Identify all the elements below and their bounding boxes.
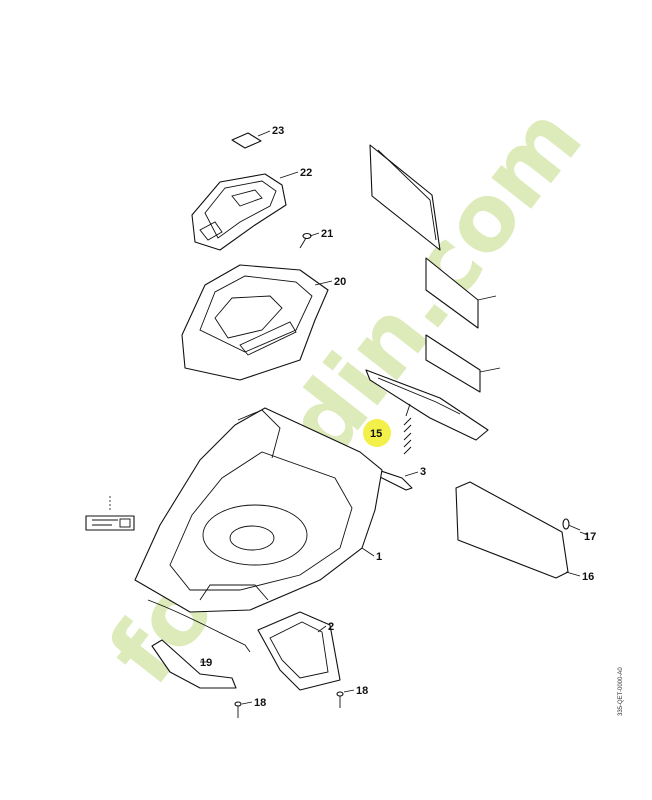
part-20-housing [181,264,333,381]
callout-15: 15 [370,428,382,440]
plate-top [369,144,441,251]
callout-21: 21 [321,228,333,240]
watermark: forjardin.com [88,87,603,704]
rating-label [85,496,135,531]
part-19-handle [151,639,237,689]
callout-1: 1 [376,551,382,563]
part-2-guard [257,611,341,691]
plate-middle [425,257,497,329]
callout-18b: 18 [356,685,368,697]
callout-18a: 18 [254,697,266,709]
callout-16: 16 [582,571,594,583]
highlight-circle [363,419,391,447]
rear-flap [365,369,489,441]
callout-23: 23 [272,125,284,137]
watermark-text: forjardin.com [88,87,603,704]
callout-22: 22 [300,167,312,179]
cable [147,599,251,653]
part-1-deck [134,407,383,613]
drawing-code: 335-QET-0000-A0 [618,667,624,716]
part-18-screw-a [234,701,253,718]
part-23-label [231,130,271,149]
part-18-screw-b [336,689,355,708]
part-22-cover [191,171,299,251]
part-17-screw [562,518,589,536]
callout-19: 19 [200,657,212,669]
part-21-screw [299,232,320,249]
callout-17: 17 [584,531,596,543]
part-15-spring: 15 [363,403,412,455]
callout-2: 2 [328,621,334,633]
plate-lower [425,334,501,393]
callout-20: 20 [334,276,346,288]
part-16-plate [455,481,581,579]
callout-3: 3 [420,466,426,478]
